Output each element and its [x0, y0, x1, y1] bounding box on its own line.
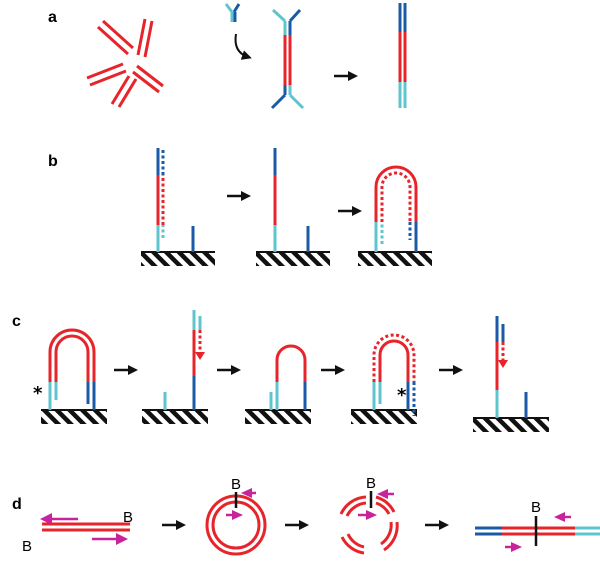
panel-a: a — [48, 3, 407, 110]
panel-b: b — [48, 148, 432, 266]
dna-fragments — [86, 18, 164, 108]
primer-arrow — [554, 512, 571, 522]
ligated-fragment — [270, 8, 305, 110]
primer-loop — [269, 344, 307, 410]
paired-end-bridge — [372, 333, 416, 416]
primer-arrow — [505, 542, 522, 552]
linearized-strand — [163, 310, 202, 410]
flow-cell-surface — [473, 418, 549, 432]
primer-arrow — [226, 510, 243, 520]
flow-cell-surface — [245, 410, 311, 424]
barcode-label: B — [531, 499, 541, 516]
barcode-label: B — [123, 509, 133, 526]
reverse-strand — [495, 316, 528, 418]
linear-fragment — [42, 522, 130, 532]
barcode-label: B — [366, 475, 376, 492]
barcode-label: B — [231, 476, 241, 493]
paired-end-product — [475, 526, 600, 536]
primer-arrow — [241, 488, 256, 498]
panel-d: d B B B — [12, 475, 600, 556]
extension-arrowhead — [498, 360, 508, 368]
panel-label-b: b — [48, 153, 58, 170]
barcode-label: B — [22, 538, 32, 555]
bridge-amplification — [374, 165, 418, 252]
pcr-product — [398, 3, 407, 108]
cleavage-asterisk: * — [33, 383, 43, 404]
primer-arrow — [358, 510, 377, 520]
panel-label-c: c — [12, 313, 21, 330]
primer-arrow-left — [40, 513, 78, 525]
bridge-duplex — [48, 328, 96, 410]
single-strand — [273, 148, 310, 252]
cleavage-asterisk: * — [397, 385, 407, 406]
fragmented-circle — [339, 495, 399, 555]
primer-arrow-right — [92, 533, 128, 545]
extension-arrowhead — [195, 352, 205, 360]
panel-label-d: d — [12, 496, 22, 513]
flow-cell-surface — [141, 252, 215, 266]
primer-arrow — [377, 489, 394, 499]
curved-arrow — [234, 33, 252, 60]
flow-cell-surface — [41, 410, 107, 424]
panel-c: c * — [12, 310, 549, 432]
adapter-y — [224, 3, 241, 22]
panel-label-a: a — [48, 9, 57, 26]
flow-cell-surface — [142, 410, 208, 424]
flow-cell-surface — [256, 252, 330, 266]
flow-cell-surface — [351, 410, 417, 424]
flow-cell-surface — [358, 252, 432, 266]
bound-strand — [156, 148, 195, 252]
